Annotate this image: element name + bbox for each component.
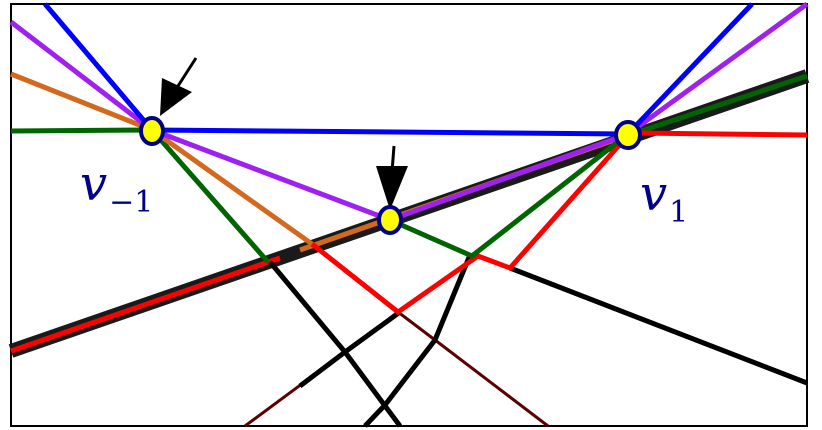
black-line-b [363, 254, 473, 428]
label-subscript: −1 [109, 185, 154, 220]
frame [10, 3, 808, 427]
label-subscript: 1 [669, 195, 689, 230]
vertex-label-v-minus-1: v−1 [80, 160, 153, 218]
green-line-2 [388, 132, 630, 259]
vertex-v-1 [614, 120, 642, 150]
blue-line [43, 2, 754, 137]
vertex-v-minus-1 [139, 116, 165, 146]
vertex-label-v-1: v1 [640, 170, 688, 228]
dark-red-line-right [397, 310, 549, 428]
red-on-band [10, 255, 281, 354]
black-line-c [509, 265, 808, 386]
label-base: v [80, 156, 108, 212]
vertex-middle [377, 205, 403, 235]
black-line-a [268, 260, 403, 428]
green-on-band [619, 73, 808, 141]
arrow-upper-left [160, 57, 198, 116]
black-line-d [298, 309, 402, 388]
red-line [310, 130, 808, 316]
label-base: v [640, 166, 668, 222]
arrow-middle [376, 145, 408, 210]
